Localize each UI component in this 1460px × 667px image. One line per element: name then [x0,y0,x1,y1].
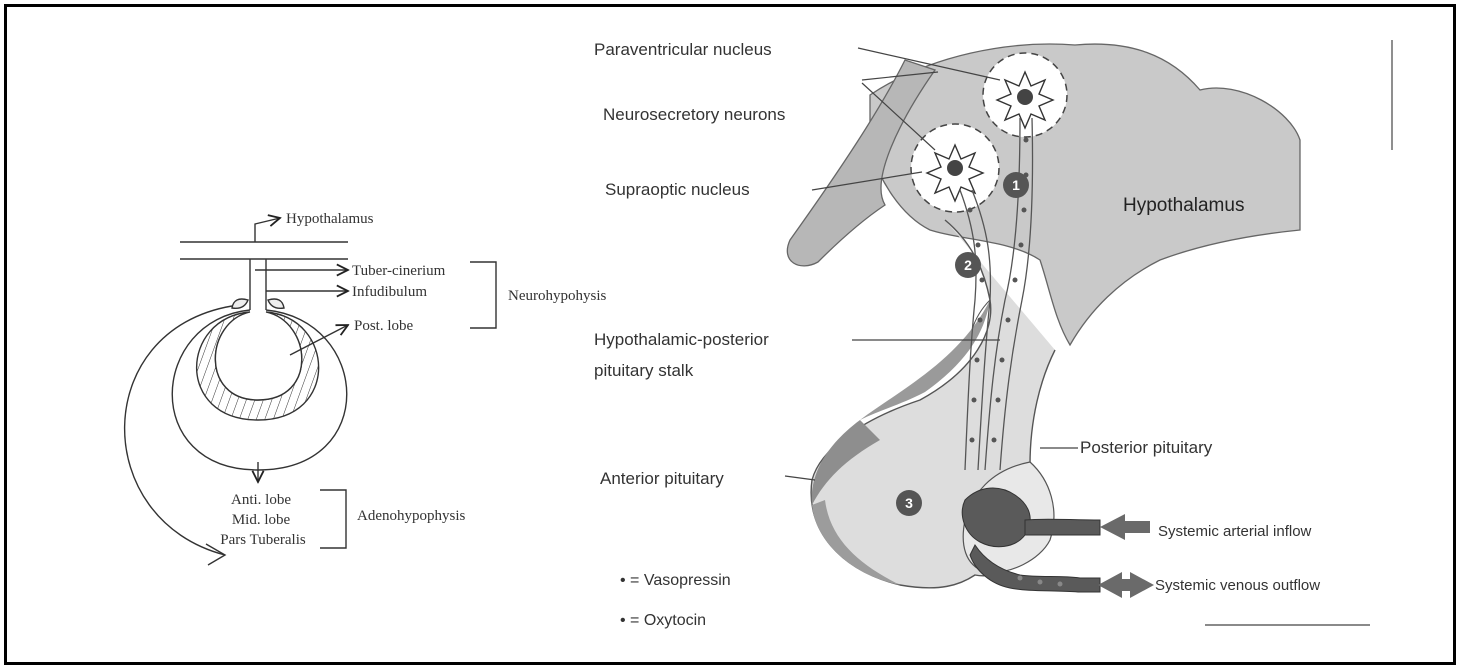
label-mid-lobe: Mid. lobe [232,512,291,528]
label-supraoptic-nucleus: Supraoptic nucleus [605,180,750,199]
label-posterior-pituitary: Posterior pituitary [1080,438,1213,457]
label-arterial-inflow: Systemic arterial inflow [1158,523,1312,540]
legend-vasopressin: • = Vasopressin [620,572,731,589]
label-post-lobe: Post. lobe [354,318,414,334]
label-adenohypophysis: Adenohypophysis [357,508,465,524]
label-hypothalamus-left: Hypothalamus [286,211,374,227]
marker-1: 1 [1012,177,1020,193]
label-stalk-line2: pituitary stalk [594,361,694,380]
label-pars-tuberalis: Pars Tuberalis [220,532,306,548]
label-stalk-line1: Hypothalamic-posterior [594,330,769,349]
label-infundibulum: Infudibulum [352,284,427,300]
label-tuber-cinerium: Tuber-cinerium [352,263,446,279]
legend-oxytocin: • = Oxytocin [620,612,706,629]
label-paraventricular-nucleus: Paraventricular nucleus [594,40,772,59]
marker-2: 2 [964,257,972,273]
label-anterior-pituitary: Anterior pituitary [600,469,724,488]
marker-3: 3 [905,495,913,511]
label-venous-outflow: Systemic venous outflow [1155,577,1320,594]
label-anti-lobe: Anti. lobe [231,492,291,508]
label-hypothalamus-right: Hypothalamus [1123,195,1244,216]
label-neurohypophysis: Neurohypohysis [508,288,606,304]
label-neurosecretory-neurons: Neurosecretory neurons [603,105,785,124]
